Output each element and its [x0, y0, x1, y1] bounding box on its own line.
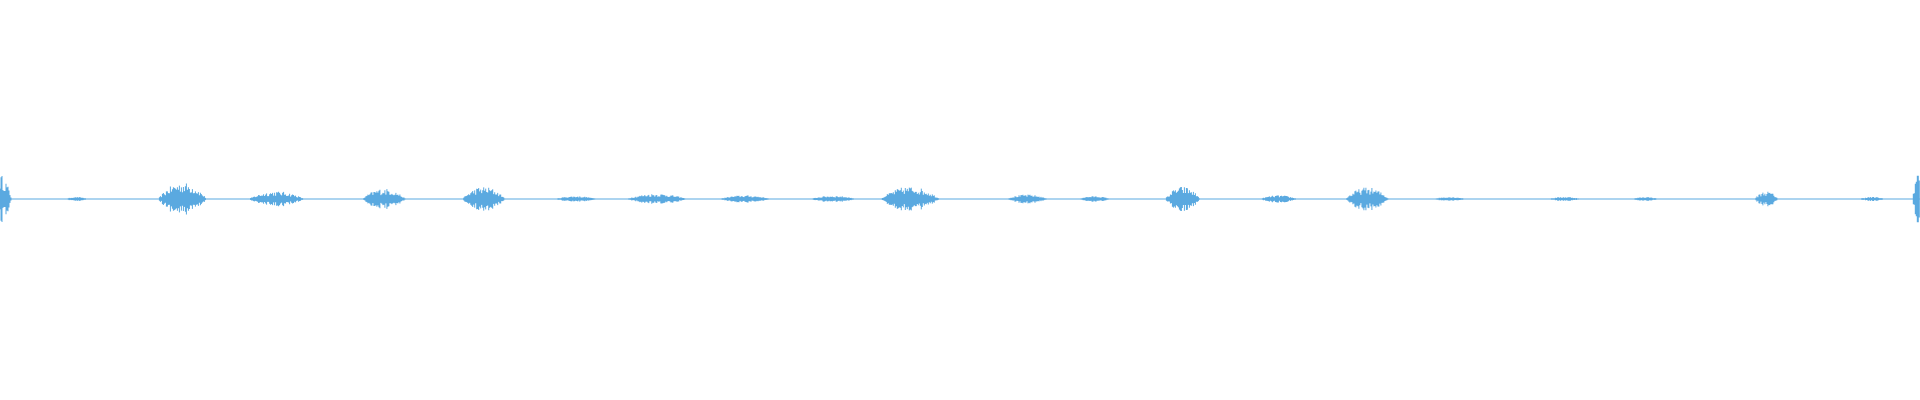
- waveform-burst: [462, 187, 506, 211]
- waveform-burst: [1549, 197, 1579, 201]
- waveform-burst: [627, 194, 686, 204]
- waveform-burst: [1754, 191, 1779, 207]
- waveform-burst: [1079, 196, 1109, 202]
- waveform-burst: [249, 191, 304, 207]
- waveform-burst: [1860, 197, 1884, 201]
- waveform-burst: [811, 196, 855, 202]
- waveform-burst: [66, 197, 87, 201]
- waveform-burst: [720, 195, 770, 203]
- waveform-burst: [362, 189, 406, 209]
- waveform-burst: [1260, 195, 1296, 203]
- waveform-burst: [157, 183, 207, 215]
- waveform-burst: [1434, 197, 1464, 201]
- waveform-bursts: [0, 175, 1920, 223]
- waveform-burst: [1633, 197, 1658, 201]
- waveform-burst: [1345, 187, 1389, 211]
- waveform-burst: [880, 187, 939, 211]
- waveform-burst: [1164, 187, 1200, 211]
- waveform-burst: [0, 176, 12, 222]
- waveform-burst: [1007, 194, 1047, 204]
- waveform-burst: [1911, 175, 1920, 223]
- waveform-burst: [556, 196, 596, 202]
